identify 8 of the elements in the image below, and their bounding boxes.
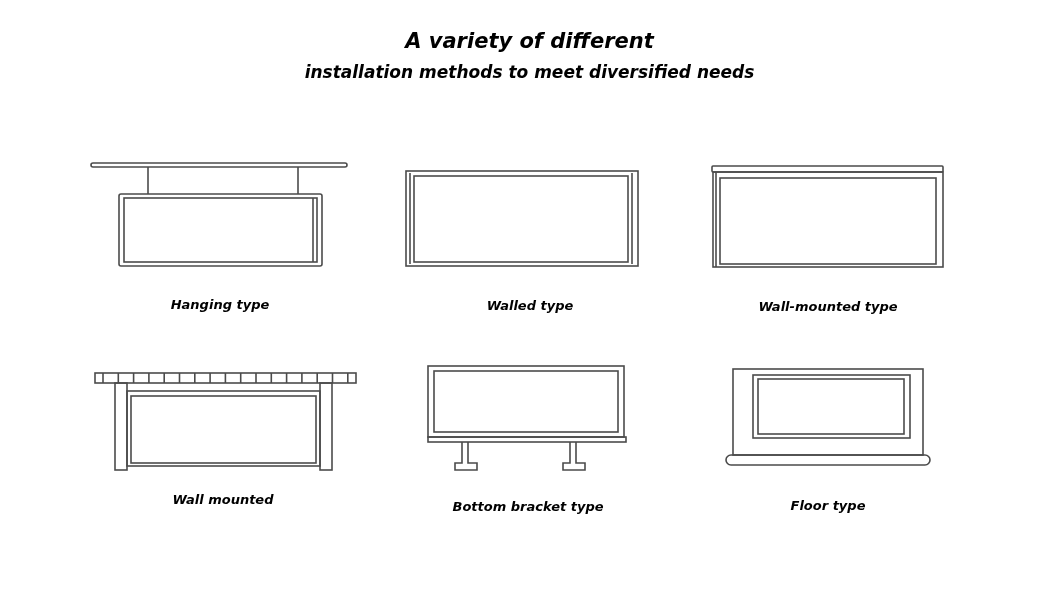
caption: Walled type	[486, 299, 574, 312]
caption: Hanging type	[170, 298, 270, 311]
caption: Floor type	[790, 499, 866, 512]
caption: Bottom bracket type	[452, 500, 604, 513]
title: A variety of different	[405, 28, 654, 55]
caption: Wall-mounted type	[758, 300, 898, 313]
subtitle: installation methods to meet diversified needs	[304, 62, 755, 84]
caption: Wall mounted	[172, 493, 274, 506]
